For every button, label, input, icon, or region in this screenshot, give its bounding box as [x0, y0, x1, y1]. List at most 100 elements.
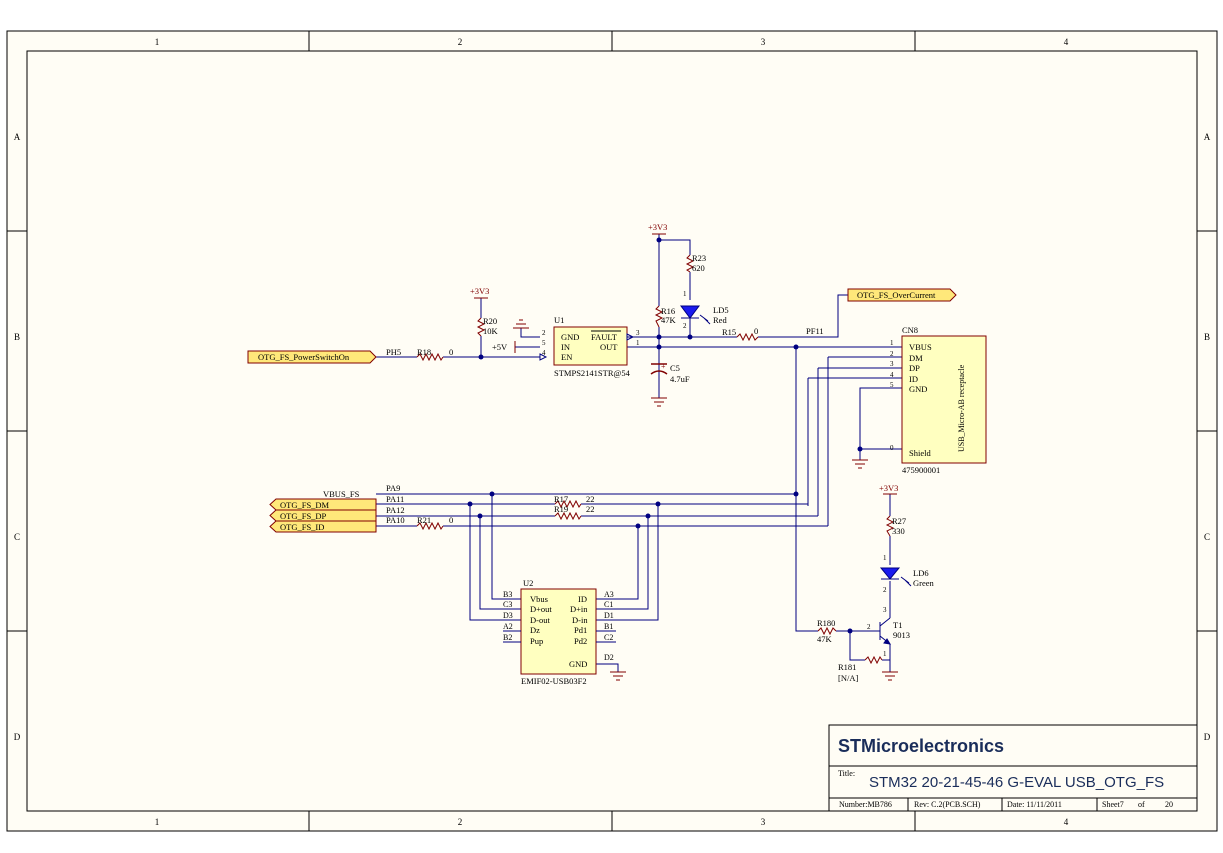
r27-ref: R27: [892, 516, 906, 526]
u2-ball: C1: [604, 600, 613, 609]
r19-ref: R19: [554, 504, 568, 514]
ground-icon: [651, 397, 667, 407]
net-labels: PH5 PF11 VBUS_FS PA9 PA11 PA12 PA10: [323, 326, 824, 525]
ld6-color: Green: [913, 578, 935, 588]
company-name: STMicroelectronics: [838, 736, 1004, 756]
resistor-r20: [476, 317, 486, 337]
u2-ball: B2: [503, 633, 512, 642]
ground-icon: [513, 319, 529, 329]
sheet-number: Sheet7: [1102, 800, 1124, 809]
junction-dot: [489, 491, 495, 497]
junction-dot: [478, 354, 484, 360]
ld6-pin: 2: [883, 586, 887, 594]
u2-pin-name: Pd2: [574, 636, 587, 646]
r18-ref: R18: [417, 347, 431, 357]
resistor-r21: [416, 521, 444, 531]
row-label: D: [14, 732, 21, 742]
r20-ref: R20: [483, 316, 497, 326]
u1-pin-num: 4: [542, 349, 546, 357]
resistor-r16: [654, 305, 664, 328]
wire-u2-id: [596, 526, 639, 600]
ld5-pin: 1: [683, 290, 687, 298]
ld6-ref: LD6: [913, 568, 929, 578]
junction-dot: [847, 628, 853, 634]
r181-value: [N/A]: [838, 673, 858, 683]
svg-text:+3V3: +3V3: [879, 483, 898, 493]
wire-cn8-id: [807, 377, 902, 506]
sheet-frame: [6, 30, 1218, 832]
power-3v3-r20: +3V3: [470, 286, 489, 299]
u2-ball: A3: [604, 590, 614, 599]
column-label: 2: [458, 37, 463, 47]
r16-ref: R16: [661, 306, 675, 316]
junction-dot: [793, 491, 799, 497]
u2-pin-name: D+out: [530, 604, 552, 614]
port-dm: OTG_FS_DM: [269, 498, 377, 511]
junction-dot: [656, 334, 662, 340]
svg-text:+3V3: +3V3: [648, 222, 667, 232]
svg-text:OTG_FS_DM: OTG_FS_DM: [280, 500, 330, 510]
title-block: STMicroelectronics Title: STM32 20-21-45…: [828, 724, 1198, 812]
r23-value: 620: [692, 263, 705, 273]
ld6-pin: 1: [883, 554, 887, 562]
column-label: 3: [761, 37, 766, 47]
junction-dot: [656, 237, 662, 243]
net-label: PA9: [386, 483, 400, 493]
u2-ball: C3: [503, 600, 512, 609]
wire-vbus-down: [795, 347, 870, 632]
resistor-labels: R18 0 R21 0 R15 0 R17 22 R19 22 R20 10K …: [417, 253, 906, 683]
svg-text:OTG_FS_DP: OTG_FS_DP: [280, 511, 327, 521]
u1-pin-name: FAULT: [591, 332, 618, 342]
u2-pin-name: ID: [578, 594, 587, 604]
junction-dot: [467, 501, 473, 507]
junction-dot: [635, 523, 641, 529]
power-symbols: +3V3 +3V3 +3V3 +5V: [470, 222, 898, 495]
u2-ball: C2: [604, 633, 613, 642]
cn8-pin-name: DM: [909, 353, 923, 363]
resistor-r180: [817, 626, 837, 636]
cn8-description: USB_Micro-AB receptacle: [957, 364, 966, 452]
ld5-color: Red: [713, 315, 727, 325]
column-label: 3: [761, 817, 766, 827]
power-3v3-ld5: +3V3: [648, 222, 667, 235]
cn8-pin-name: GND: [909, 384, 927, 394]
junction-dot: [645, 513, 651, 519]
ground-icon: [852, 459, 868, 469]
u2-pin-name: Pd1: [574, 625, 587, 635]
r27-value: 330: [892, 526, 905, 536]
frame-labels: 1 2 3 4 1 2 3 4 A B C D A B C D: [14, 37, 1211, 827]
cn8-pin-name: VBUS: [909, 342, 932, 352]
row-label: A: [1204, 132, 1211, 142]
t1-ref: T1: [893, 620, 902, 630]
resistor-r18: [416, 352, 444, 362]
ground-icon: [882, 671, 898, 681]
r20-value: 10K: [483, 326, 499, 336]
junction-dot: [793, 344, 799, 350]
power-3v3-ld6: +3V3: [879, 483, 898, 495]
cn8-part: 475900001: [902, 465, 940, 475]
port-dp: OTG_FS_DP: [269, 509, 377, 522]
svg-text:+: +: [661, 362, 666, 371]
row-label: A: [14, 132, 21, 142]
row-label: C: [1204, 532, 1210, 542]
u2-pin-name: D+in: [570, 604, 588, 614]
wire-u2-vbus: [491, 494, 521, 600]
t1-pin: 3: [883, 606, 887, 614]
u1-pin-num: 2: [542, 329, 546, 337]
junction-dot: [477, 513, 483, 519]
title-label: Title:: [838, 769, 855, 778]
wire-r181: [849, 631, 890, 661]
junction-dot: [857, 446, 863, 452]
r15-ref: R15: [722, 327, 736, 337]
wire-cn8-gnd: [859, 387, 902, 460]
t1-pin: 1: [883, 650, 887, 658]
cn8-pin-num: 3: [890, 360, 894, 368]
r16-value: 47K: [661, 315, 677, 325]
cn8-pin-num: 4: [890, 371, 894, 379]
resistor-r23: [685, 254, 695, 273]
wire-u2-dout: [479, 516, 521, 610]
u2-pin-name: Pup: [530, 636, 543, 646]
port-id: OTG_FS_ID: [269, 520, 377, 533]
transistor-t1: T1 9013 2 3 1: [867, 606, 910, 658]
t1-pin: 2: [867, 623, 871, 631]
